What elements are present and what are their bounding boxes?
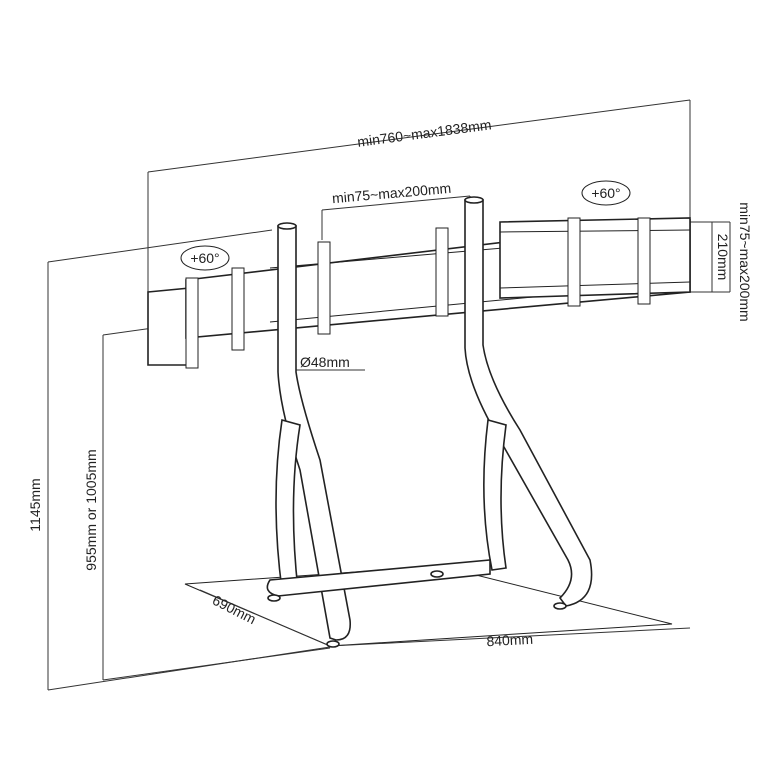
tilt-left-label: +60°	[190, 250, 219, 266]
total-height-label: 1145mm	[27, 478, 43, 531]
monitor-arm	[147, 217, 691, 369]
vesa-span-label: min75~max200mm	[331, 180, 451, 206]
overall-width-label: min760~max1838mm	[356, 116, 492, 149]
tilt-left-indicator	[180, 245, 230, 271]
base-depth-label: 690mm	[210, 592, 259, 627]
tilt-right-label: +60°	[591, 185, 620, 201]
stand-frame	[266, 196, 593, 648]
pole-diameter-label: Ø48mm	[300, 354, 350, 370]
tilt-right-indicator	[581, 180, 631, 206]
plate-height-label: 210mm	[715, 234, 731, 281]
base-width-label: 840mm	[486, 631, 533, 649]
vesa-vertical-label: min75~max200mm	[737, 202, 753, 321]
arm-height-label: 955mm or 1005mm	[83, 449, 99, 570]
